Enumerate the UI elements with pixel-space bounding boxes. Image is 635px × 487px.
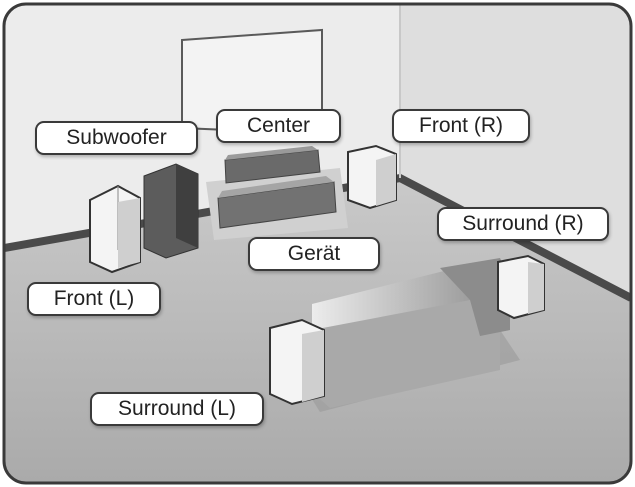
- front-left-speaker-side: [118, 198, 140, 268]
- label-subwoofer: Subwoofer: [35, 121, 198, 155]
- label-surround-left: Surround (L): [90, 392, 264, 426]
- label-surround-right: Surround (R): [437, 207, 609, 241]
- label-device: Gerät: [248, 237, 380, 271]
- subwoofer-side: [176, 164, 198, 248]
- surround-left-speaker-side: [302, 330, 324, 402]
- surround-right-speaker-side: [528, 262, 544, 314]
- device-unit-top: [218, 176, 334, 198]
- center-speaker-top: [225, 146, 318, 160]
- sofa-seat: [312, 300, 500, 408]
- sofa-arm: [440, 258, 510, 336]
- label-front-left: Front (L): [27, 282, 161, 316]
- front-right-speaker-side: [376, 154, 396, 206]
- label-front-right: Front (R): [392, 109, 530, 143]
- label-center: Center: [216, 109, 341, 143]
